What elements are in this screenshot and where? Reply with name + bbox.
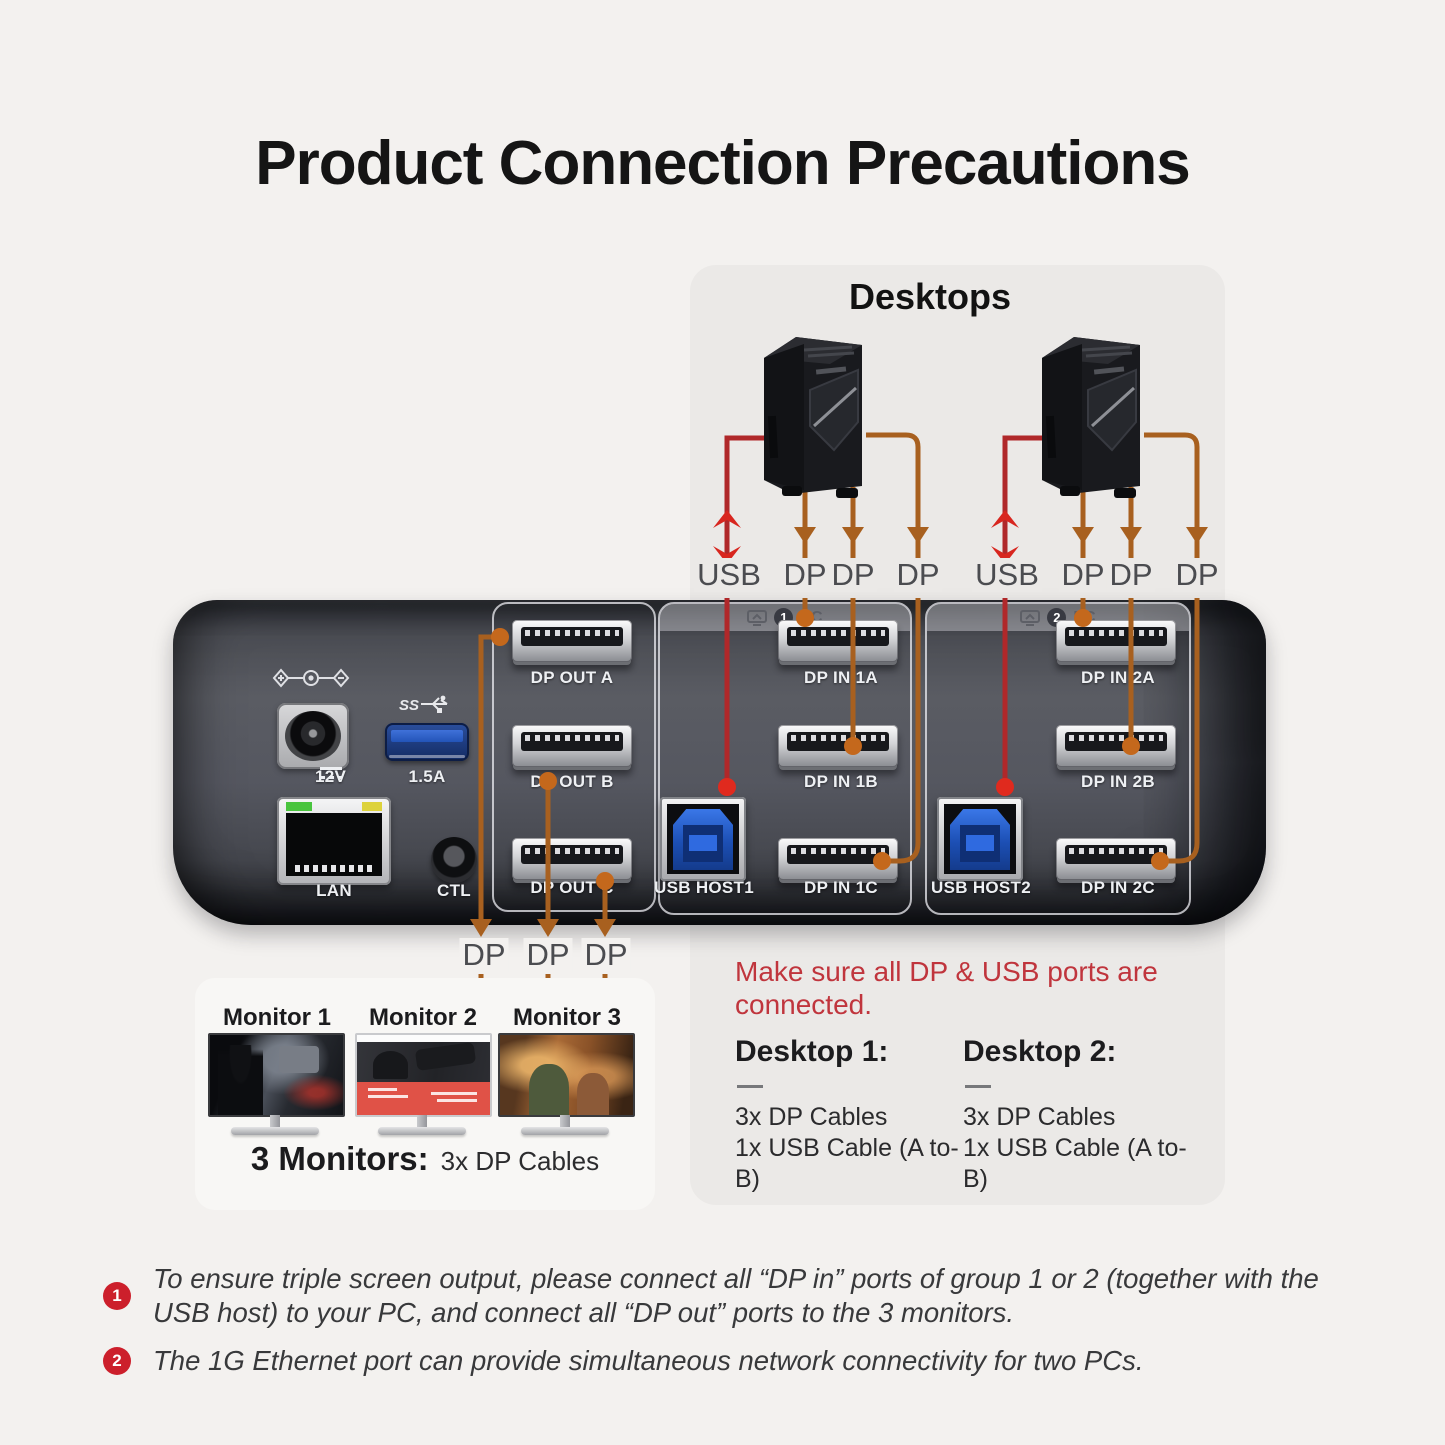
cable-label-dp: DP <box>1106 558 1156 592</box>
webpage-header-bar <box>357 1035 490 1043</box>
dp-in-2a-label: DP IN 2A <box>1081 668 1155 687</box>
monitor-3-screen <box>498 1033 635 1117</box>
desktop-2-cables: 3x DP Cables <box>963 1103 1116 1131</box>
walker-silhouette <box>279 1046 320 1074</box>
dc-polarity-icon <box>272 668 350 688</box>
monitor-stand <box>498 1115 631 1139</box>
dp-out-b-port <box>512 725 632 767</box>
desktop-1-requirements: Desktop 1: 3x DP Cables 1x USB Cable (A … <box>735 1035 975 1195</box>
lan-pins <box>295 865 373 872</box>
monitors-caption-bold: 3 Monitors: <box>250 1140 429 1177</box>
cable-label-dp: DP <box>1172 558 1222 592</box>
usb-a-port <box>385 723 469 761</box>
warning-line-2: connected. <box>735 989 872 1020</box>
ctl-port-label: CTL <box>437 881 471 900</box>
display-upload-icon <box>1020 609 1041 626</box>
dp-in-2c-port <box>1056 838 1176 880</box>
note-2-text: The 1G Ethernet port can provide simulta… <box>153 1345 1144 1376</box>
divider-dash <box>737 1085 763 1088</box>
monitor-1-label: Monitor 1 <box>223 1004 331 1031</box>
usb-b-connector <box>673 809 733 870</box>
dc-symbol <box>320 767 342 779</box>
desktop-1-heading: Desktop 1: <box>735 1035 889 1068</box>
dp-in-2c-label: DP IN 2C <box>1081 878 1155 897</box>
monitor-1-screen <box>208 1033 345 1117</box>
lan-green-led <box>286 802 312 811</box>
usb-host1-label: USB HOST1 <box>654 878 754 897</box>
warning-text: Make sure all DP & USB ports are connect… <box>735 955 1158 1021</box>
usb-host1-port <box>660 797 746 881</box>
usb-host2-port <box>937 797 1023 881</box>
svg-text:SS: SS <box>399 697 419 714</box>
divider-dash <box>965 1085 991 1088</box>
lan-port-label: LAN <box>316 881 352 900</box>
dp-out-a-port <box>512 620 632 662</box>
warning-line-1: Make sure all DP & USB ports are <box>735 956 1158 987</box>
cable-label-usb: USB <box>694 558 764 592</box>
page-title: Product Connection Precautions <box>255 129 1191 198</box>
monitor-3-label: Monitor 3 <box>513 1004 621 1031</box>
dp-in-1a-label: DP IN 1A <box>804 668 878 687</box>
dp-in-1c-port <box>778 838 898 880</box>
connection-info-panel: Make sure all DP & USB ports are connect… <box>693 923 1227 1205</box>
webpage-red-section <box>357 1082 490 1115</box>
monitor-2-label: Monitor 2 <box>369 1004 477 1031</box>
dark-figure-silhouette <box>217 1044 264 1115</box>
note-2: 2 The 1G Ethernet port can provide simul… <box>103 1344 1143 1378</box>
cable-label-dp: DP <box>459 938 509 972</box>
desktop-2-heading: Desktop 2: <box>963 1035 1117 1068</box>
person-silhouette <box>577 1073 610 1115</box>
desktop-1-cables: 3x DP Cables <box>735 1103 888 1131</box>
monitor-stand <box>208 1115 341 1139</box>
cable-label-dp: DP <box>1058 558 1108 592</box>
kvm-dock-rear-panel: 12V SS 1.5A LAN CTL DP OUT A DP OUT B DP… <box>173 600 1266 925</box>
cable-label-dp: DP <box>581 938 631 972</box>
monitors-panel: Monitor 1 Monitor 2 Monitor 3 3 Monitors… <box>195 978 655 1210</box>
usb-a-port-label: 1.5A <box>408 767 446 786</box>
dp-in-2b-label: DP IN 2B <box>1081 772 1155 791</box>
desktop-2-usb: 1x USB Cable (A to-B) <box>963 1134 1187 1193</box>
dp-in-1a-port <box>778 620 898 662</box>
desktops-section-title: Desktops <box>848 276 1012 317</box>
cable-label-dp: DP <box>828 558 878 592</box>
usb-b-connector <box>950 809 1010 870</box>
note-1-text: To ensure triple screen output, please c… <box>153 1263 1319 1328</box>
display-upload-icon <box>747 609 768 626</box>
ethernet-port <box>277 797 391 885</box>
note-1: 1 To ensure triple screen output, please… <box>103 1262 1319 1330</box>
note-2-number-badge: 2 <box>103 1347 131 1375</box>
lan-yellow-led <box>362 802 382 811</box>
desktop-2-requirements: Desktop 2: 3x DP Cables 1x USB Cable (A … <box>963 1035 1203 1195</box>
usb-superspeed-icon: SS <box>399 695 448 714</box>
dp-out-b-label: DP OUT B <box>530 772 614 791</box>
desktop-1-usb: 1x USB Cable (A to-B) <box>735 1134 959 1193</box>
webpage-hero-image <box>357 1042 490 1083</box>
monitor-stand <box>355 1115 488 1139</box>
dp-in-1b-port <box>778 725 898 767</box>
ctl-jack <box>431 837 477 883</box>
cable-label-dp: DP <box>523 938 573 972</box>
dp-in-2b-port <box>1056 725 1176 767</box>
dp-out-a-label: DP OUT A <box>530 668 614 687</box>
monitors-caption: 3 Monitors: 3x DP Cables <box>195 1140 655 1178</box>
person-silhouette <box>529 1063 570 1115</box>
dp-in-2a-port <box>1056 620 1176 662</box>
cable-label-dp: DP <box>893 558 943 592</box>
dp-out-c-label: DP OUT C <box>530 878 614 897</box>
dp-in-1c-label: DP IN 1C <box>804 878 878 897</box>
monitor-2-screen <box>355 1033 492 1117</box>
monitors-caption-rest: 3x DP Cables <box>440 1146 600 1176</box>
dc-power-jack <box>277 703 349 769</box>
usb-host2-label: USB HOST2 <box>931 878 1031 897</box>
cable-label-dp: DP <box>780 558 830 592</box>
dp-in-1b-label: DP IN 1B <box>804 772 878 791</box>
note-1-number-badge: 1 <box>103 1282 131 1310</box>
desktop-tower-1 <box>764 337 862 498</box>
cable-label-usb: USB <box>972 558 1042 592</box>
desktop-tower-2 <box>1042 337 1140 498</box>
dp-out-c-port <box>512 838 632 880</box>
